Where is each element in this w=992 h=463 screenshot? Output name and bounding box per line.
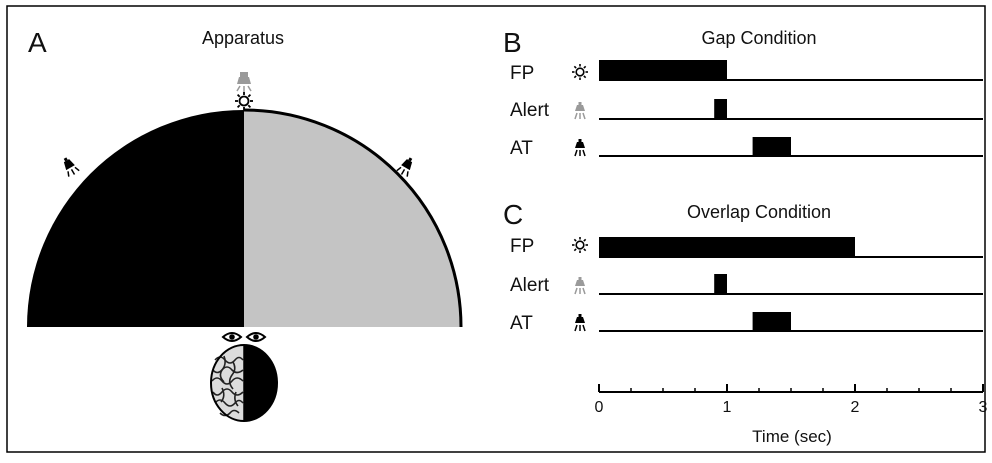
gap-alert-label: Alert — [510, 100, 550, 121]
gap-alert-lamp-icon — [574, 102, 586, 120]
panel-a: A Apparatus — [27, 27, 463, 422]
alert-lamp-icon — [236, 72, 252, 92]
panel-b-letter: B — [503, 27, 522, 58]
time-axis-tick-label: 0 — [595, 399, 604, 416]
overlap-fp-label: FP — [510, 236, 534, 257]
overlap-at-pulse — [752, 312, 791, 331]
time-axis-tick-label: 2 — [851, 399, 860, 416]
overlap-at-bell-icon — [574, 314, 586, 332]
figure-frame — [6, 5, 986, 453]
overlap-alert-lamp-icon — [574, 277, 586, 295]
overlap-at-label: AT — [510, 313, 533, 334]
overlap-fp-pulse — [599, 237, 855, 257]
time-axis-label: Time (sec) — [752, 427, 832, 446]
overlap-traces — [599, 237, 983, 332]
panel-c-title: Overlap Condition — [687, 202, 831, 222]
gap-fp-pulse — [599, 60, 727, 80]
time-axis-tick-label: 1 — [723, 399, 732, 416]
target-right-bell-icon — [396, 157, 413, 177]
panel-b: B Gap Condition FP Alert AT — [503, 27, 983, 159]
panel-c-letter: C — [503, 199, 523, 230]
eyes-icon — [221, 332, 267, 342]
panel-c: C Overlap Condition FP Alert AT — [503, 199, 983, 334]
overlap-alert-label: Alert — [510, 275, 550, 296]
time-axis: Time (sec) 0 1 2 3 — [595, 384, 988, 446]
fixation-sun-icon — [235, 92, 253, 110]
left-hemifield — [27, 110, 244, 327]
brain-head-icon — [210, 344, 278, 422]
gap-alert-pulse — [714, 99, 727, 119]
gap-fp-sun-icon — [572, 64, 588, 80]
panel-b-title: Gap Condition — [701, 28, 816, 48]
time-axis-tick-label: 3 — [979, 399, 988, 416]
gap-traces — [599, 60, 983, 157]
gap-at-bell-icon — [574, 139, 586, 157]
overlap-alert-pulse — [714, 274, 727, 294]
gap-at-pulse — [752, 137, 791, 156]
right-hemifield-edge — [243, 108, 463, 328]
gap-fp-label: FP — [510, 63, 534, 84]
panel-a-title: Apparatus — [202, 28, 284, 48]
gap-at-label: AT — [510, 138, 533, 159]
right-hemifield — [244, 110, 461, 327]
overlap-fp-sun-icon — [572, 237, 588, 253]
panel-a-letter: A — [28, 27, 47, 58]
target-left-bell-icon — [63, 157, 80, 177]
